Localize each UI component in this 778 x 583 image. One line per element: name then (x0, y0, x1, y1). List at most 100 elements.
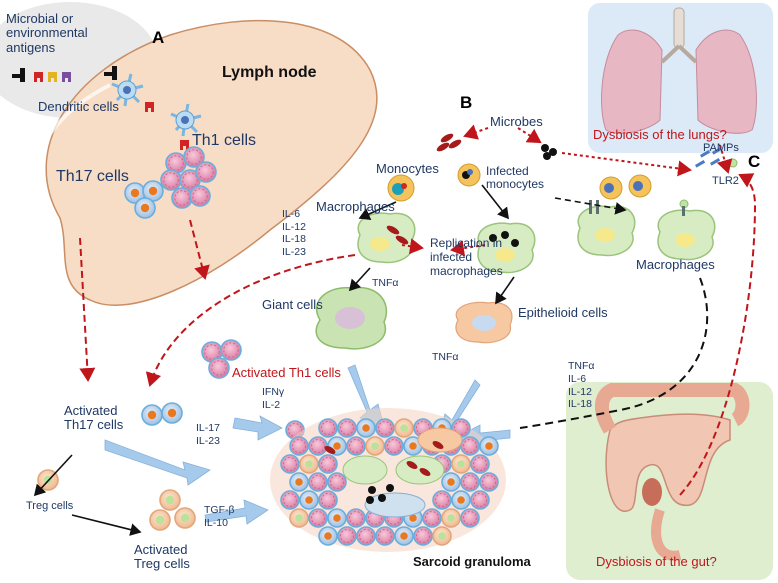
macrophage-c-1 (577, 200, 636, 257)
th17-cell (142, 180, 164, 202)
th1-cell (195, 161, 217, 183)
microbes-red (436, 133, 462, 152)
th17-cell (356, 418, 376, 438)
granuloma-macrophage (417, 427, 463, 453)
th1-cell (470, 490, 490, 510)
dendritic-cells-label: Dendritic cells (38, 99, 119, 114)
th1-cell (460, 508, 480, 528)
th17-cell (124, 182, 146, 204)
th1-cell (160, 169, 182, 191)
th17-cell (161, 402, 183, 424)
tnfa-epithelioid-label: TNFα (432, 351, 459, 363)
macrophage-cytokines: IL-6 IL-12 IL-18 IL-23 (282, 208, 306, 258)
th1-cell (413, 526, 433, 546)
red-arrows (79, 124, 757, 496)
treg-cell (451, 454, 471, 474)
il17-cytokines: IL-17 IL-23 (196, 422, 220, 447)
th1-cell (375, 418, 395, 438)
macrophages-label: Macrophages (316, 199, 395, 214)
macrophage-c-2 (657, 199, 716, 261)
dendritic-cell-1 (111, 73, 144, 107)
th1-cell (308, 508, 328, 528)
th1-cell (318, 454, 338, 474)
treg-cell (394, 418, 414, 438)
lymph-node-highlight (27, 83, 111, 201)
dendritic-cell-2 (170, 103, 202, 137)
activated-th1-label: Activated Th1 cells (232, 365, 341, 380)
th17-cell (318, 526, 338, 546)
th1-cell (318, 418, 338, 438)
microbe-dot (378, 494, 386, 502)
right-cytokines: TNFα IL-6 IL-12 IL-18 (568, 360, 595, 411)
cells-layer (37, 146, 305, 531)
infected-monocytes-label: Infected monocytes (486, 164, 545, 192)
monocyte-c1 (599, 176, 623, 200)
th17-cell (299, 490, 319, 510)
monocytes-label: Monocytes (376, 161, 439, 176)
th1-cell (384, 436, 404, 456)
macrophage-b (357, 212, 416, 264)
th17-cell (479, 436, 499, 456)
th17-cells-label: Th17 cells (56, 168, 129, 185)
th17-cell (403, 436, 423, 456)
granuloma-macrophage (364, 492, 426, 518)
th1-cell (422, 508, 442, 528)
macrophage-infected (477, 222, 536, 274)
microbes-black (541, 144, 557, 160)
th1-cell (337, 418, 357, 438)
tlr2-label: TLR2 (712, 175, 739, 187)
th1-cell (308, 472, 328, 492)
epithelioid-cells-label: Epithelioid cells (518, 305, 608, 320)
th17-cell (394, 526, 414, 546)
th1-cell (171, 187, 193, 209)
antigens-label: Microbial or environmental antigens (6, 11, 88, 55)
activated-treg-label: Activated Treg cells (134, 542, 190, 572)
microbe-rod (406, 461, 418, 469)
th1-cell (479, 472, 499, 492)
replication-label: Replication in infected macrophages (430, 236, 503, 278)
tgfb-cytokines: TGF-β IL-10 (204, 504, 235, 529)
epithelioid-cell (455, 301, 513, 344)
granuloma-macrophage (342, 455, 388, 485)
panel-a-label: A (152, 28, 165, 47)
th17-cell (327, 508, 347, 528)
th1-cell (280, 454, 300, 474)
th1-cell (280, 490, 300, 510)
giant-cells-label: Giant cells (262, 297, 323, 312)
th1-cell (318, 490, 338, 510)
granuloma-cells (280, 418, 499, 546)
th1-cell (337, 526, 357, 546)
black-arrows (33, 184, 627, 536)
th17-cell (451, 490, 471, 510)
th17-cell (441, 472, 461, 492)
th1-cell (470, 454, 490, 474)
th1-cell (460, 472, 480, 492)
microbe-rod (419, 468, 431, 476)
treg-cell (159, 489, 181, 511)
monocyte-main (387, 174, 415, 202)
th17-cell (141, 404, 163, 426)
treg-cell (432, 526, 452, 546)
lymph-node-label: Lymph node (222, 64, 317, 81)
th1-cell (189, 185, 211, 207)
th1-cell (208, 357, 230, 379)
microbe-dot (386, 484, 394, 492)
th1-cell (183, 146, 205, 168)
treg-cell (441, 508, 461, 528)
pamps-label: PAMPs (703, 142, 739, 154)
th1-cell (432, 490, 452, 510)
panel-b-label: B (460, 93, 473, 112)
sarcoid-granuloma-label: Sarcoid granuloma (413, 554, 531, 569)
th1-cell (346, 436, 366, 456)
dysbiosis-lungs-label: Dysbiosis of the lungs? (593, 127, 727, 142)
treg-cell (149, 509, 171, 531)
th17-cell (289, 472, 309, 492)
treg-cell (299, 454, 319, 474)
microbe-dot (368, 486, 376, 494)
tnfa-macrophage-label: TNFα (372, 277, 399, 289)
monocyte-c2 (628, 174, 652, 198)
th1-cell (346, 508, 366, 528)
treg-cell (174, 507, 196, 529)
th1-cell (308, 436, 328, 456)
